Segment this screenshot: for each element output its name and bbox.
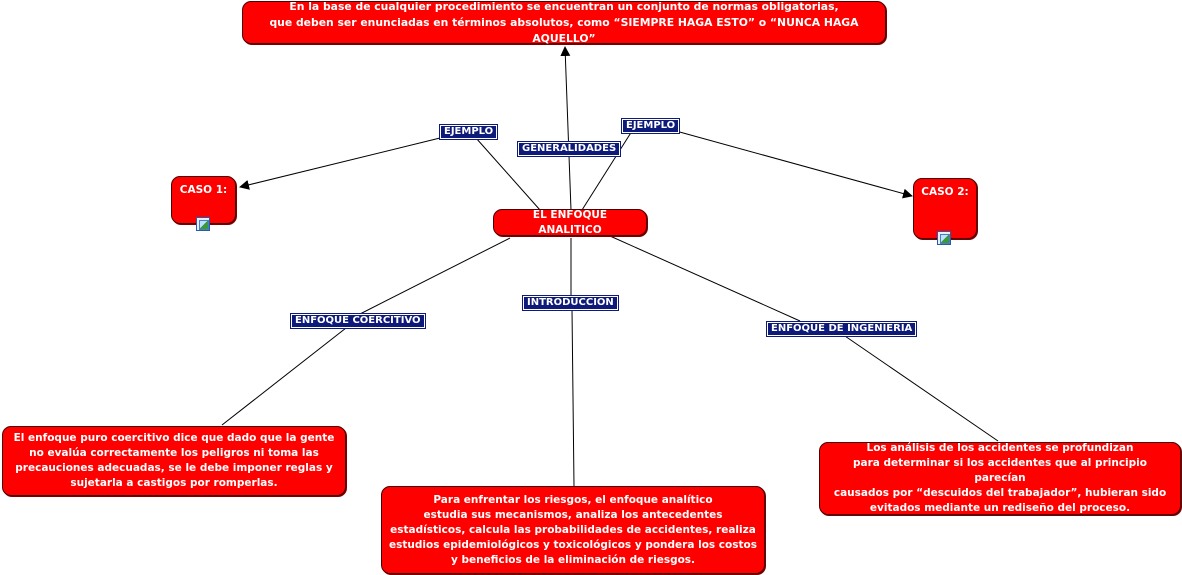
node-caso-2[interactable]: CASO 2: (913, 178, 977, 239)
connector-ejemplo-right-a (581, 130, 633, 211)
label-enfoque-coercitivo: ENFOQUE COERCITIVO (290, 313, 426, 329)
connector-generalidades (560, 46, 572, 211)
node-caso-1[interactable]: CASO 1: (171, 176, 236, 224)
label-ejemplo-right: EJEMPLO (620, 118, 681, 134)
connector-introduccion-b (571, 308, 575, 487)
connector-coercitivo-b (221, 327, 347, 426)
node-enfoque-ingenieria[interactable]: Los análisis de los accidentes se profun… (819, 442, 1181, 515)
image-placeholder-icon[interactable] (937, 231, 951, 245)
label-generalidades: GENERALIDADES (516, 141, 622, 157)
label-enfoque-ingenieria: ENFOQUE DE INGENIERIA (765, 321, 918, 337)
image-placeholder-icon[interactable] (196, 217, 210, 231)
caso-1-label: CASO 1: (179, 184, 228, 196)
node-enfoque-analitico[interactable]: EL ENFOQUE ANALITICO (493, 209, 647, 236)
connector-coercitivo-a (359, 237, 511, 315)
connector-ejemplo-right-b (675, 130, 913, 199)
node-top-normas[interactable]: En la base de cualquier procedimiento se… (242, 0, 886, 45)
caso-2-label: CASO 2: (921, 186, 969, 198)
connector-ejemplo-left-b (239, 137, 441, 190)
label-introduccion: INTRODUCCION (522, 295, 619, 311)
node-enfoque-coercitivo[interactable]: El enfoque puro coercitivo dice que dado… (2, 426, 346, 496)
node-introduccion[interactable]: Para enfrentar los riesgos, el enfoque a… (381, 486, 765, 574)
connector-ingenieria-b (841, 333, 999, 442)
connector-ingenieria-a (609, 235, 801, 322)
label-ejemplo-left: EJEMPLO (438, 124, 499, 140)
connector-ejemplo-left-a (475, 137, 541, 211)
